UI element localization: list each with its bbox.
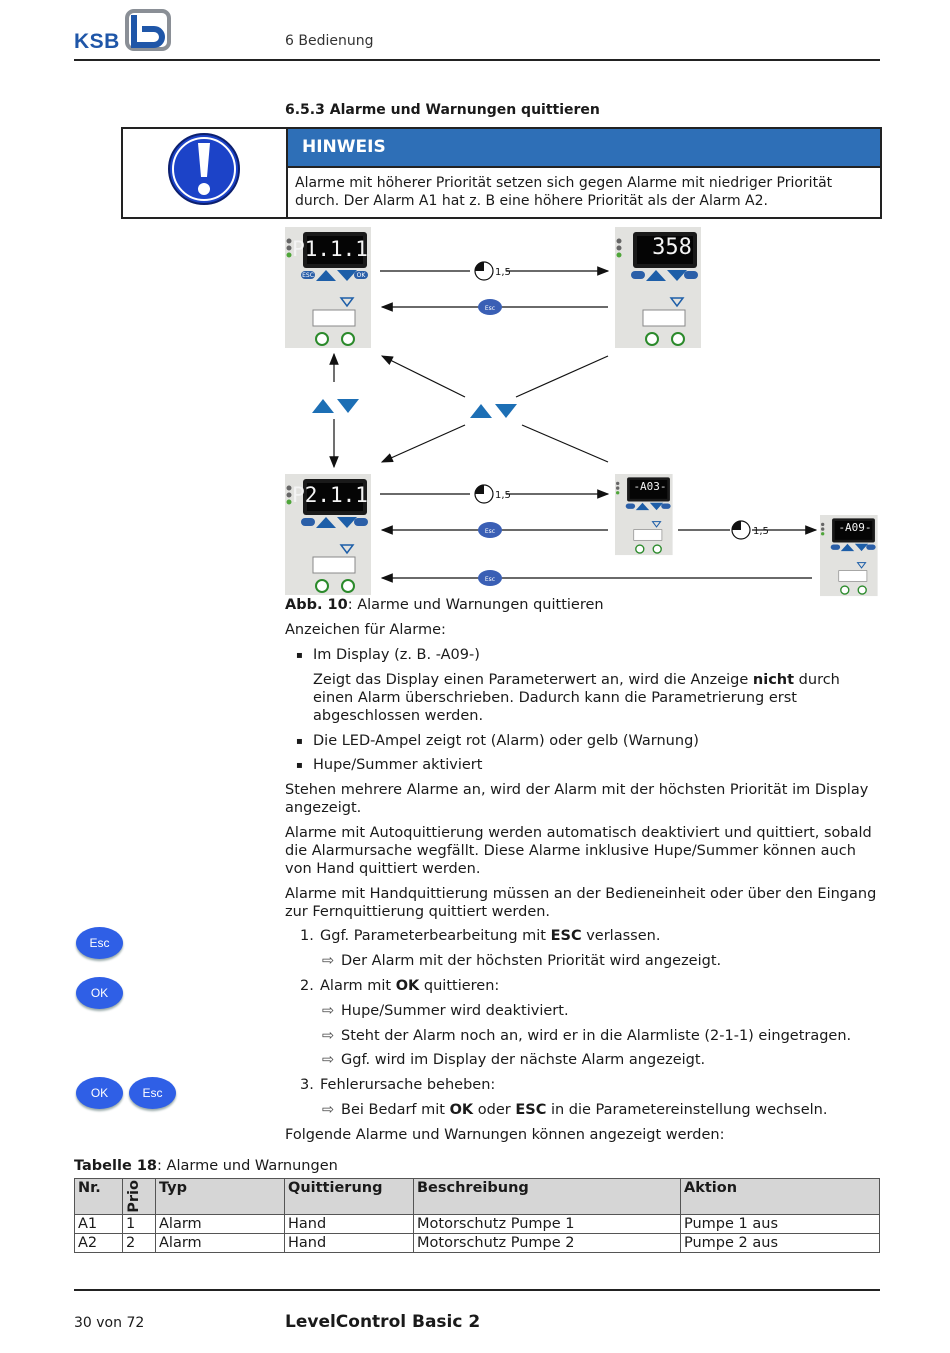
cell-beschreibung: Motorschutz Pumpe 1 [413,1213,681,1234]
section-title: 6.5.3 Alarme und Warnungen quittieren [285,102,600,118]
result-arrow-icon: ⇨ [322,1003,335,1019]
step-2-result-3: ⇨Ggf. wird im Display der nächste Alarm … [322,1052,706,1068]
table-caption: Tabelle 18: Alarme und Warnungen [74,1158,338,1174]
ksb-logo-text: KSB [74,30,120,53]
alarms-table: Nr. Prio Typ Quittierung Beschreibung Ak… [74,1178,880,1253]
timer-label-3: 1,5 [753,526,769,537]
result-arrow-icon: ⇨ [322,1052,335,1068]
panel-esc-label: ESC [302,272,314,279]
header-rule [74,59,880,61]
esc-button-icon-2: Esc [129,1077,176,1109]
bullet-display-detail: Zeigt das Display einen Parameterwert an… [313,672,840,724]
timer-label-2: 1,5 [495,490,511,501]
alarm-flow-figure: P1.1.1 358 P2.1.1 -A03- -A09- ESC OK 1,5… [284,226,879,597]
cell-aktion: Pumpe 1 aus [680,1213,880,1234]
step-2-result-2: ⇨Steht der Alarm noch an, wird er in die… [322,1028,852,1044]
header-beschreibung: Beschreibung [413,1178,681,1215]
step-2-result-1: ⇨Hupe/Summer wird deaktiviert. [322,1003,569,1019]
panel-ok-label: OK [357,272,367,279]
timer-icon [474,261,494,281]
header-aktion: Aktion [680,1178,880,1215]
cell-nr: A1 [74,1213,123,1234]
step-3: 3.Fehlerursache beheben: [300,1077,496,1093]
bullet-display: Im Display (z. B. -A09-) [296,646,480,665]
footer-rule [74,1289,880,1291]
display-a03: -A03- [633,480,666,493]
bullet-horn: Hupe/Summer aktiviert [296,756,482,775]
step-2: 2.Alarm mit OK quittieren: [300,978,500,994]
header-typ: Typ [155,1178,285,1215]
step-3-result: ⇨Bei Bedarf mit OK oder ESC in die Param… [322,1102,828,1118]
table-header-row: Nr. Prio Typ Quittierung Beschreibung Ak… [74,1178,880,1215]
page-number: 30 von 72 [74,1315,145,1331]
display-a09: -A09- [838,521,871,534]
cell-quittierung: Hand [284,1232,414,1253]
header-prio: Prio [122,1178,156,1215]
result-arrow-icon: ⇨ [322,1028,335,1044]
result-arrow-icon: ⇨ [322,1102,335,1118]
up-down-keys-icon [312,399,359,413]
notice-text: Alarme mit höherer Priorität setzen sich… [295,175,833,209]
cell-prio: 2 [122,1232,156,1253]
esc-button-icon: Esc [76,927,123,959]
result-arrow-icon: ⇨ [322,953,335,969]
ok-button-icon: OK [76,977,123,1009]
cell-typ: Alarm [155,1213,285,1234]
step-1: 1.Ggf. Parameterbearbeitung mit ESC verl… [300,928,661,944]
notice-heading: HINWEIS [288,129,880,168]
table-row: A2 2 Alarm Hand Motorschutz Pumpe 2 Pump… [74,1232,880,1253]
notice-icon-cell [123,129,288,217]
timer-label: 1,5 [495,267,511,278]
esc-key-icon-2 [478,522,502,538]
esc-key-icon-3 [478,570,502,586]
figure-caption: Abb. 10: Alarme und Warnungen quittieren [285,597,604,613]
step-1-result: ⇨Der Alarm mit der höchsten Priorität wi… [322,953,722,969]
ok-button-icon-2: OK [76,1077,123,1109]
cell-typ: Alarm [155,1232,285,1253]
bullet-led: Die LED-Ampel zeigt rot (Alarm) oder gel… [296,732,699,751]
ksb-logo-icon [125,9,171,51]
para-following: Folgende Alarme und Warnungen können ang… [285,1127,725,1143]
cell-prio: 1 [122,1213,156,1234]
display-358: 358 [652,235,692,260]
table-row: A1 1 Alarm Hand Motorschutz Pumpe 1 Pump… [74,1213,880,1234]
para-priority: Stehen mehrere Alarme an, wird der Alarm… [285,782,869,816]
chapter-title: 6 Bedienung [285,33,374,49]
header-nr: Nr. [74,1178,123,1215]
esc-key-label-2: Esc [485,528,495,535]
document-title: LevelControl Basic 2 [285,1312,481,1332]
esc-key-icon [478,299,502,315]
notice-box: HINWEIS Alarme mit höherer Priorität set… [121,127,882,219]
cell-beschreibung: Motorschutz Pumpe 2 [413,1232,681,1253]
esc-key-label-3: Esc [485,576,495,583]
up-down-keys-center-icon [470,404,517,418]
indicators-heading: Anzeichen für Alarme: [285,622,446,638]
exclamation-icon [168,133,240,205]
cell-nr: A2 [74,1232,123,1253]
para-autoquit: Alarme mit Autoquittierung werden automa… [285,825,872,877]
display-p211: P2.1.1 [292,483,368,507]
para-handquit: Alarme mit Handquittierung müssen an der… [285,886,877,920]
header-quittierung: Quittierung [284,1178,414,1215]
esc-key-label: Esc [485,305,495,312]
cell-aktion: Pumpe 2 aus [680,1232,880,1253]
display-p111: P1.1.1 [292,237,368,261]
cell-quittierung: Hand [284,1213,414,1234]
